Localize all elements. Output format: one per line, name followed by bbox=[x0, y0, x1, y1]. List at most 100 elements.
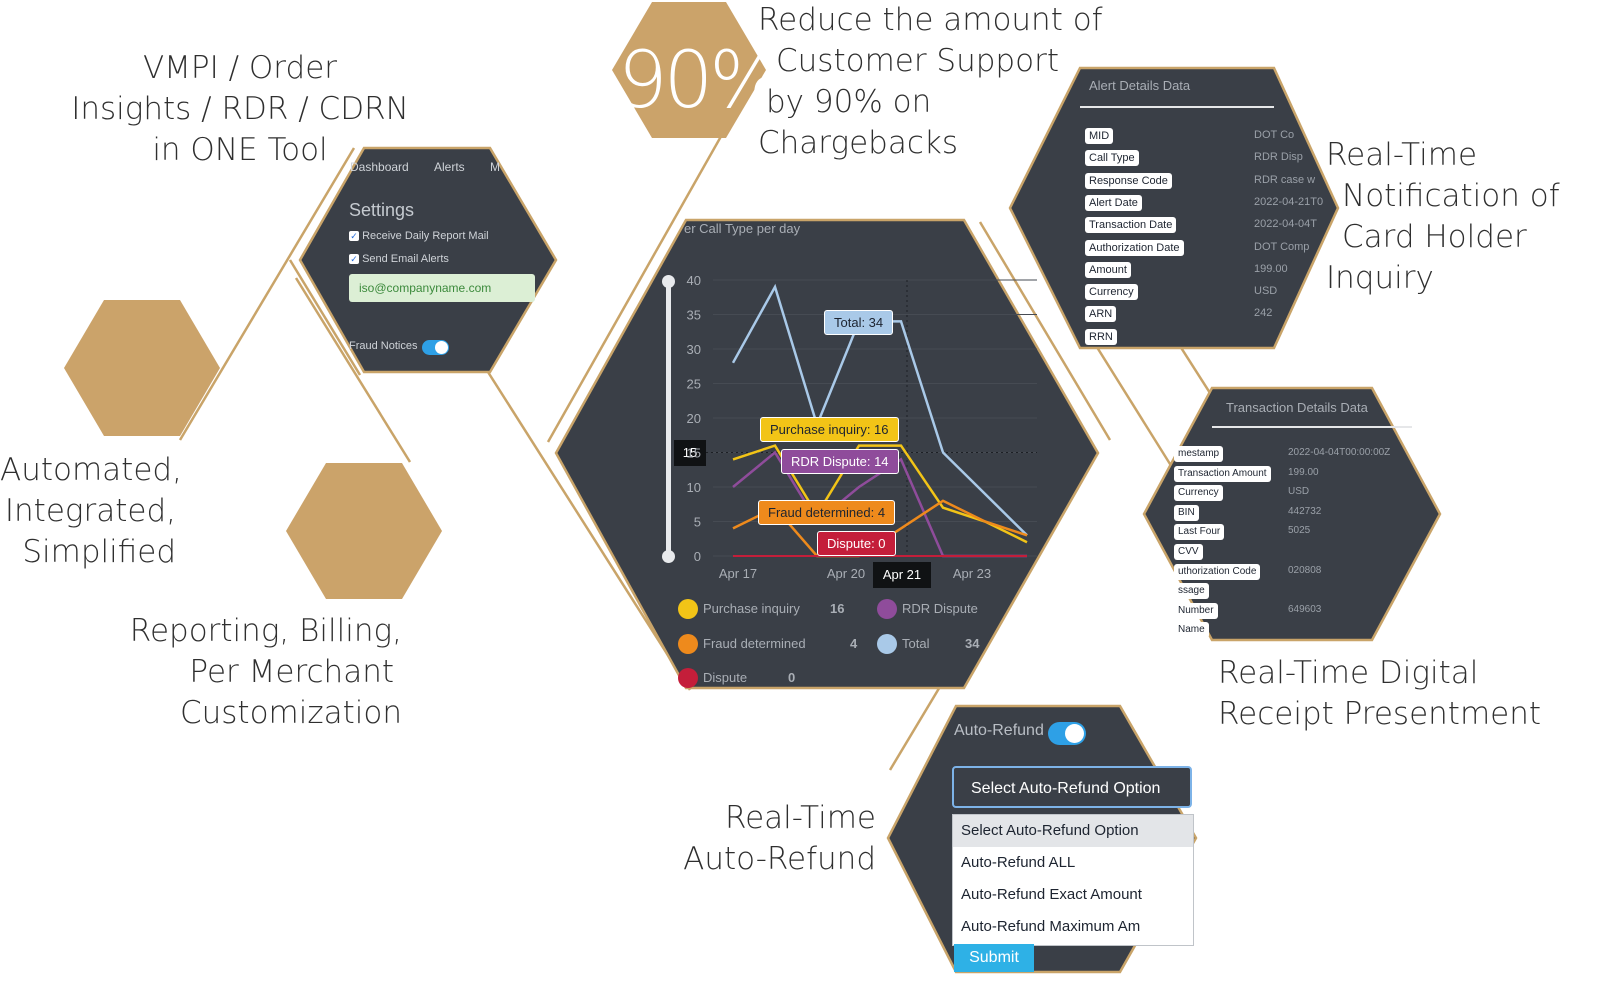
transaction-field-value: 5025 bbox=[1288, 525, 1311, 537]
feature-line: Real-Time bbox=[724, 800, 876, 836]
slider-value-label: 15 bbox=[674, 440, 706, 466]
fraud-notices-label: Fraud Notices bbox=[349, 340, 418, 352]
legend-value: 0 bbox=[788, 670, 796, 685]
legend-label[interactable]: Dispute bbox=[703, 670, 748, 685]
transaction-field-value: 020808 bbox=[1288, 564, 1322, 576]
legend-swatch[interactable] bbox=[877, 599, 897, 619]
alert-field-label: MID bbox=[1085, 128, 1114, 144]
toggle-knob bbox=[435, 341, 448, 354]
feature-line: Automated, bbox=[0, 452, 182, 488]
alert-title-divider bbox=[1080, 106, 1274, 108]
tooltip-purchase-inquiry: Purchase inquiry: 16 bbox=[760, 417, 899, 442]
feature-reporting: Reporting, Billing, Per Merchant Customi… bbox=[120, 611, 402, 734]
transaction-title-divider bbox=[1212, 426, 1412, 428]
legend-value: 16 bbox=[830, 601, 845, 616]
tooltip-dispute: Dispute: 0 bbox=[817, 531, 896, 556]
legend-label[interactable]: Purchase inquiry bbox=[703, 601, 800, 616]
checkbox-email-alerts[interactable]: ✓ Send Email Alerts bbox=[349, 253, 449, 265]
y-tick-label: 35 bbox=[687, 308, 701, 323]
slider-handle-bottom[interactable] bbox=[662, 550, 675, 563]
alert-field-label: Transaction Date bbox=[1085, 217, 1177, 234]
alert-field-label: ARN bbox=[1085, 306, 1117, 323]
dropdown-option[interactable]: Auto-Refund ALL bbox=[961, 854, 1076, 871]
feature-vmpi: VMPI / Order Insights / RDR / CDRN in ON… bbox=[70, 48, 410, 171]
connector-line bbox=[288, 259, 362, 376]
legend-swatch[interactable] bbox=[678, 668, 698, 688]
feature-line: Customization bbox=[179, 695, 402, 731]
feature-line: Card Holder bbox=[1342, 219, 1527, 255]
transaction-field-value: 649603 bbox=[1288, 603, 1322, 615]
nav-more[interactable]: M bbox=[490, 160, 500, 174]
x-tick-label: Apr 23 bbox=[952, 566, 992, 581]
feature-line: Real-Time Digital bbox=[1218, 655, 1479, 691]
legend-swatch[interactable] bbox=[678, 599, 698, 619]
fraud-notices-toggle[interactable] bbox=[422, 340, 449, 355]
alert-field-value: 242 bbox=[1254, 307, 1273, 320]
y-tick-label: 20 bbox=[687, 411, 701, 426]
dropdown-option[interactable]: Auto-Refund Exact Amount bbox=[961, 886, 1142, 903]
legend-swatch[interactable] bbox=[678, 634, 698, 654]
autorefund-select[interactable]: Select Auto-Refund Option bbox=[952, 766, 1192, 808]
transaction-field-label: mestamp bbox=[1174, 446, 1224, 462]
feature-line: Inquiry bbox=[1326, 260, 1434, 296]
autorefund-toggle[interactable] bbox=[1048, 722, 1086, 745]
dropdown-option[interactable]: Select Auto-Refund Option bbox=[953, 815, 1193, 847]
y-tick-label: 10 bbox=[687, 480, 701, 495]
transaction-field-label: ssage bbox=[1174, 583, 1209, 600]
connector-line bbox=[486, 371, 692, 691]
submit-button[interactable]: Submit bbox=[954, 944, 1034, 972]
headline-line: Reduce the amount of bbox=[758, 2, 1103, 38]
settings-title: Settings bbox=[349, 200, 415, 220]
nav-dashboard[interactable]: Dashboard bbox=[350, 160, 409, 174]
feature-notification: Real-Time Notification of Card Holder In… bbox=[1326, 135, 1560, 299]
transaction-field-label: Currency bbox=[1174, 485, 1223, 502]
checkbox-icon[interactable]: ✓ bbox=[349, 231, 359, 242]
checkbox-daily-report[interactable]: ✓ Receive Daily Report Mail bbox=[349, 230, 489, 242]
email-field[interactable]: iso@companyname.com bbox=[349, 274, 535, 302]
transaction-field-label: Name bbox=[1174, 622, 1209, 639]
transaction-field-label: CVV bbox=[1174, 544, 1203, 560]
legend-label[interactable]: RDR Dispute bbox=[902, 601, 978, 616]
feature-automated: Automated, Integrated, Simplified bbox=[0, 450, 182, 573]
feature-line: in ONE Tool bbox=[152, 132, 328, 168]
transaction-panel-title: Transaction Details Data bbox=[1226, 400, 1368, 415]
y-tick-label: 5 bbox=[694, 515, 701, 530]
transaction-field-label: Number bbox=[1174, 602, 1218, 619]
transaction-field-value: USD bbox=[1288, 486, 1310, 498]
feature-receipt: Real-Time Digital Receipt Presentment bbox=[1218, 653, 1541, 735]
legend-label[interactable]: Fraud determined bbox=[703, 636, 806, 651]
feature-line: Notification of bbox=[1342, 178, 1560, 214]
feature-line: Receipt Presentment bbox=[1218, 696, 1542, 732]
dropdown-option[interactable]: Auto-Refund Maximum Am bbox=[961, 918, 1141, 935]
alert-field-label: Authorization Date bbox=[1085, 239, 1184, 256]
alert-field-value: RDR case w bbox=[1254, 173, 1316, 186]
y-tick-label: 25 bbox=[687, 377, 701, 392]
alert-field-value: 2022-04-04T bbox=[1254, 218, 1317, 231]
legend-label[interactable]: Total bbox=[902, 636, 930, 651]
settings-panel: Dashboard Alerts M Settings ✓ Receive Da… bbox=[346, 152, 546, 367]
gold-hexagon bbox=[286, 463, 442, 599]
transaction-field-label: BIN bbox=[1174, 504, 1199, 521]
checkbox-label: Receive Daily Report Mail bbox=[362, 230, 489, 242]
percent-badge: 90% bbox=[618, 36, 783, 126]
alert-field-label: Amount bbox=[1085, 261, 1131, 278]
headline-line: Chargebacks bbox=[758, 125, 958, 161]
transaction-field-label: uthorization Code bbox=[1174, 563, 1261, 580]
y-range-slider[interactable] bbox=[666, 281, 671, 557]
alert-field-label: RRN bbox=[1085, 328, 1117, 345]
feature-line: Integrated, bbox=[4, 493, 176, 529]
legend-swatch[interactable] bbox=[877, 634, 897, 654]
alert-field-label: Response Code bbox=[1085, 172, 1172, 189]
chart-title: er Call Type per day bbox=[684, 221, 801, 236]
tooltip-total: Total: 34 bbox=[824, 310, 894, 335]
checkbox-icon[interactable]: ✓ bbox=[349, 254, 359, 265]
nav-alerts[interactable]: Alerts bbox=[434, 160, 465, 174]
alert-field-value: RDR Disp bbox=[1254, 151, 1303, 164]
alert-panel-title: Alert Details Data bbox=[1089, 78, 1191, 93]
slider-handle-top[interactable] bbox=[662, 275, 675, 288]
alert-field-value: USD bbox=[1254, 285, 1278, 298]
